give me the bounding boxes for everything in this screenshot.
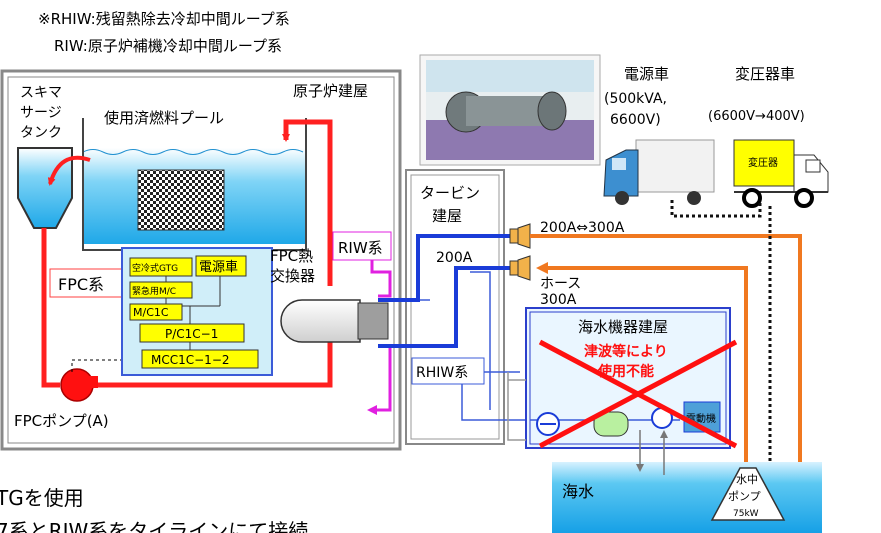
skimmer-surge-tank: スキマ サージ タンク — [17, 85, 91, 229]
pump-label-2: ポンプ — [728, 490, 761, 503]
coupler-top — [509, 223, 531, 249]
transformer-car: 変圧器車 (6600V→400V) 変圧器 — [708, 65, 829, 208]
transformer-car-spec: (6600V→400V) — [708, 109, 805, 124]
turbine-label-2: 建屋 — [432, 207, 462, 225]
power-car-spec-2: 6600V) — [610, 112, 661, 128]
fpc-pump-label: FPCポンプ(A) — [14, 412, 109, 430]
fpc-system-tag: FPC系 — [49, 268, 127, 298]
pool-label: 使用済燃料プール — [104, 109, 224, 127]
pipe-200a-label: 200A — [436, 250, 473, 266]
rhiw-thin-lines — [420, 271, 542, 421]
skimmer-label-1: スキマ — [20, 85, 62, 101]
note-riw: RIW:原子炉補機冷却中間ループ系 — [54, 37, 282, 55]
coupler-bottom — [509, 255, 531, 281]
power-cables — [670, 200, 772, 470]
skimmer-label-3: タンク — [20, 125, 62, 141]
hoses — [530, 234, 806, 474]
hx-label-1: FPC熱 — [270, 247, 313, 265]
power-panel: 空冷式GTG 電源車 緊急用M/C M/C1C P/C1C−1 MCC1C−1−… — [121, 247, 273, 376]
submersible-pump — [710, 467, 786, 521]
hx-label-2: 交換器 — [270, 267, 315, 285]
panel-gtg: 空冷式GTG — [132, 262, 178, 274]
site-photo — [419, 54, 601, 166]
seawater-building-title: 海水機器建屋 — [578, 318, 668, 336]
seawater-equipment-building: 海水機器建屋 津波等により 使用不能 電動機 — [507, 307, 738, 449]
panel-power-car: 電源車 — [199, 260, 238, 275]
note-rhiw: ※RHIW:残留熱除去冷却中間ループ系 — [38, 10, 290, 28]
unusable-line-1: 津波等により — [584, 343, 668, 360]
fuel-rack — [137, 169, 225, 231]
panel-pc: P/C1C−1 — [165, 327, 218, 341]
fpc-heat-exchanger: FPC熱 交換器 — [270, 247, 389, 343]
cross-line-2 — [538, 339, 738, 449]
skimmer-label-2: サージ — [20, 105, 62, 121]
seawater-label: 海水 — [562, 482, 594, 501]
panel-emergency-mc: 緊急用M/C — [132, 285, 176, 297]
hose-300a-label: 300A — [540, 292, 577, 308]
transformer-car-title: 変圧器車 — [735, 65, 795, 83]
unusable-line-2: 使用不能 — [597, 363, 654, 380]
fpc-system-label: FPC系 — [58, 275, 104, 294]
pump-label-3: 75kW — [733, 509, 759, 519]
seawater: 海水 水中 ポンプ 75kW — [552, 430, 822, 533]
panel-mcc: MCC1C−1−2 — [151, 353, 230, 367]
fpc-pump: FPCポンプ(A) — [14, 359, 130, 430]
turbine-label-1: タービン — [420, 184, 480, 202]
transformer-box-label: 変圧器 — [748, 156, 778, 169]
spent-fuel-pool: 使用済燃料プール — [82, 109, 307, 251]
rhiw-system-label: RHIW系 — [416, 365, 468, 381]
reactor-building-title: 原子炉建屋 — [293, 82, 368, 100]
power-car-spec-1: (500kVA, — [604, 91, 667, 107]
bottom-note-1: TGを使用 — [0, 486, 84, 510]
bottom-notes: TGを使用 7系とRIW系をタイラインにて接続 — [0, 486, 308, 533]
bottom-note-2: 7系とRIW系をタイラインにて接続 — [0, 519, 308, 533]
power-car-title: 電源車 — [624, 65, 669, 83]
top-current-label: 200A⇔300A — [540, 220, 625, 236]
pump-label-1: 水中 — [736, 473, 758, 486]
hose-label: ホース — [540, 276, 581, 292]
power-car: 電源車 (500kVA, 6600V) — [603, 65, 715, 205]
panel-mc: M/C1C — [133, 306, 169, 319]
tie-line-pipes — [378, 234, 510, 348]
riw-system-label: RIW系 — [338, 239, 383, 257]
